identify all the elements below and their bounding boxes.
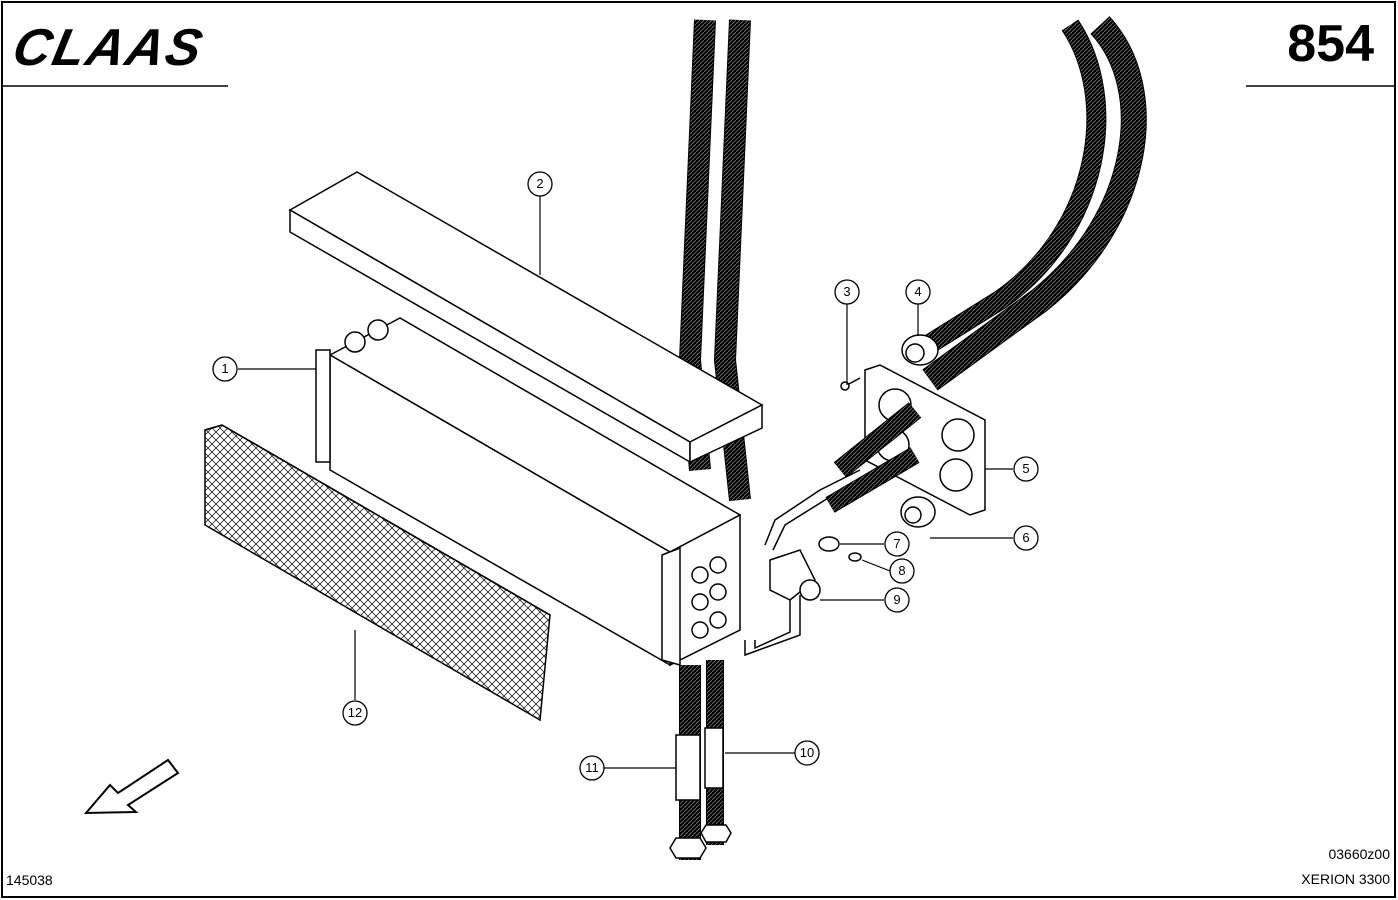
callout-label: 10 bbox=[800, 745, 814, 760]
callout-label: 8 bbox=[898, 563, 905, 578]
grommet-part-6 bbox=[900, 496, 936, 528]
callout-5: 5 bbox=[1013, 456, 1039, 482]
callout-label: 5 bbox=[1022, 461, 1029, 476]
hose-lower-part-10-11 bbox=[669, 660, 732, 860]
model-name: XERION 3300 bbox=[1301, 871, 1390, 887]
arrow-down-left-icon bbox=[83, 758, 180, 815]
callout-label: 1 bbox=[221, 361, 228, 376]
callout-label: 3 bbox=[843, 284, 850, 299]
callout-label: 9 bbox=[893, 592, 900, 607]
hose-through-plate bbox=[825, 402, 922, 513]
hose-upper-right bbox=[914, 16, 1147, 391]
callout-10: 10 bbox=[794, 740, 820, 766]
leader-lines bbox=[238, 196, 1013, 769]
callout-7: 7 bbox=[884, 531, 910, 557]
callout-label: 2 bbox=[536, 176, 543, 191]
callout-label: 4 bbox=[914, 284, 921, 299]
callout-group: 1 2 3 4 5 6 7 8 9 10 11 12 bbox=[212, 171, 1039, 781]
page-number: 854 bbox=[1287, 15, 1374, 73]
callout-4: 4 bbox=[905, 279, 931, 305]
callout-3: 3 bbox=[834, 279, 860, 305]
callout-label: 11 bbox=[585, 760, 599, 775]
valve-block-part-9 bbox=[769, 549, 821, 601]
callout-1: 1 bbox=[212, 356, 238, 382]
callout-12: 12 bbox=[342, 700, 368, 726]
callout-label: 12 bbox=[348, 705, 362, 720]
drawing-number: 03660z00 bbox=[1328, 846, 1390, 862]
reference-number: 145038 bbox=[6, 872, 53, 888]
grommet-part-4 bbox=[901, 334, 939, 366]
o-ring-part-7 bbox=[818, 536, 840, 552]
callout-9: 9 bbox=[884, 587, 910, 613]
screw-part-3 bbox=[840, 377, 861, 391]
callout-6: 6 bbox=[1013, 525, 1039, 551]
mesh-screen-part-12 bbox=[204, 424, 551, 722]
heat-exchanger-part-1 bbox=[315, 317, 742, 667]
callout-2: 2 bbox=[527, 171, 553, 197]
callout-label: 7 bbox=[893, 536, 900, 551]
o-ring-part-8 bbox=[848, 552, 862, 562]
callout-8: 8 bbox=[889, 558, 915, 584]
cover-plate-part-2 bbox=[288, 171, 764, 464]
callout-label: 6 bbox=[1022, 530, 1029, 545]
callout-11: 11 bbox=[579, 755, 605, 781]
